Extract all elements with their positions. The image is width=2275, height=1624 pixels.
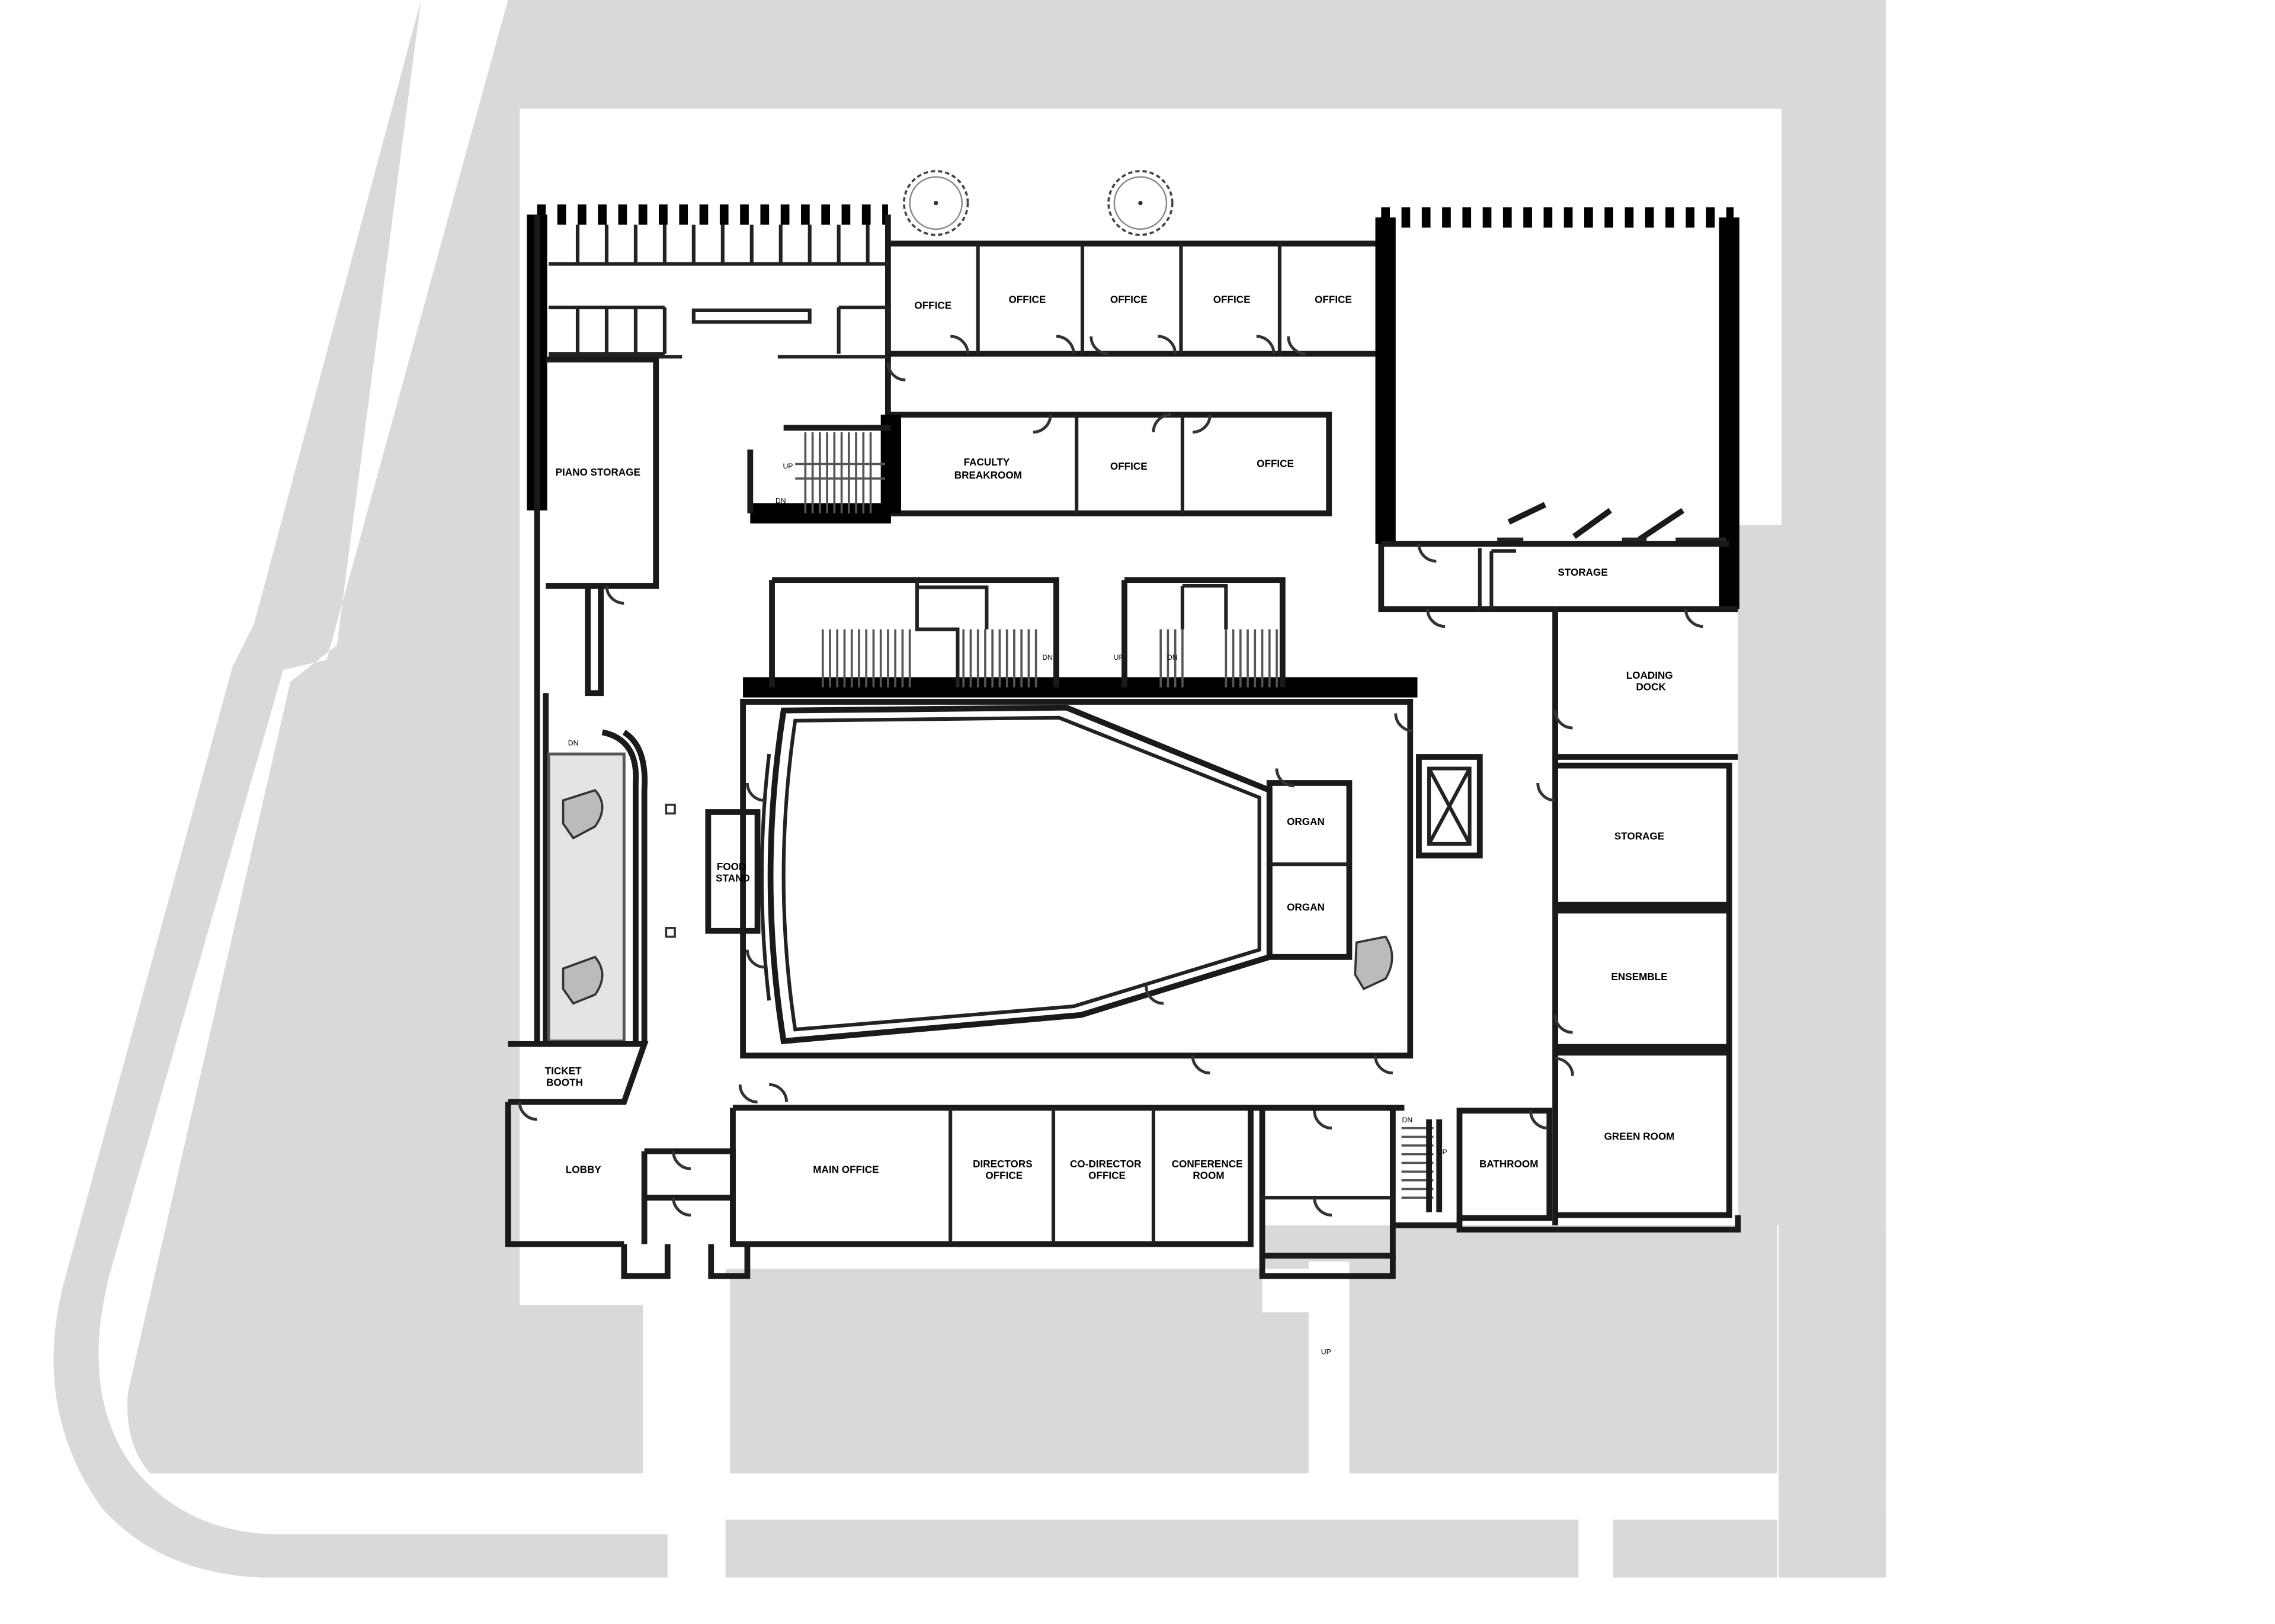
label-office-1: OFFICE (914, 299, 951, 311)
label-food-stand: FOOD STAND (716, 861, 750, 884)
grand-piano-3 (1354, 935, 1393, 991)
label-office-6: OFFICE (1110, 460, 1148, 472)
label-stair-up-center-right: UP (1114, 653, 1124, 662)
column-2 (665, 927, 676, 938)
label-storage-east: STORAGE (1614, 830, 1664, 842)
label-stair-dn-lobby: DN (568, 739, 579, 747)
tree-right (1107, 170, 1174, 236)
grand-piano-1 (562, 789, 604, 840)
label-faculty-breakroom: FACULTY BREAKROOM (954, 456, 1022, 481)
label-ensemble: ENSEMBLE (1611, 971, 1668, 983)
label-main-office: MAIN OFFICE (813, 1164, 879, 1176)
grand-piano-2 (562, 955, 604, 1005)
room-labels: OFFICE OFFICE OFFICE OFFICE OFFICE FACUL… (545, 294, 1676, 1182)
label-stair-dn-west: DN (776, 497, 786, 505)
label-storage-north: STORAGE (1558, 566, 1607, 578)
label-office-7: OFFICE (1257, 457, 1294, 469)
label-directors-office: DIRECTORS OFFICE (973, 1158, 1035, 1182)
label-stair-dn-center-right: DN (1167, 653, 1178, 662)
label-office-5: OFFICE (1315, 294, 1352, 306)
label-loading-dock: LOADING DOCK (1626, 669, 1676, 693)
label-office-2: OFFICE (1009, 294, 1046, 306)
stair-labels: UP DN DN DN UP DN DN UP UP (568, 462, 1447, 1356)
tree-left (903, 170, 969, 236)
column-1 (665, 803, 676, 815)
label-stair-dn-east: DN (1402, 1116, 1413, 1124)
label-stair-up-south: UP (1321, 1348, 1331, 1356)
label-co-director-office: CO-DIRECTOR OFFICE (1070, 1158, 1144, 1182)
label-ticket-booth: TICKET BOOTH (545, 1065, 585, 1089)
label-conference-room: CONFERENCE ROOM (1172, 1158, 1246, 1182)
label-office-4: OFFICE (1213, 294, 1251, 306)
label-stair-up-east: UP (1437, 1148, 1447, 1156)
label-lobby: LOBBY (566, 1164, 602, 1176)
label-organ-1: ORGAN (1287, 816, 1325, 827)
label-green-room: GREEN ROOM (1604, 1130, 1675, 1142)
label-organ-2: ORGAN (1287, 901, 1325, 913)
label-stair-up-west: UP (783, 462, 793, 470)
label-office-3: OFFICE (1110, 294, 1148, 306)
label-stair-dn-center: DN (1042, 653, 1053, 662)
label-piano-storage: PIANO STORAGE (556, 466, 640, 478)
building-walls (505, 204, 1741, 1279)
label-bathroom: BATHROOM (1479, 1158, 1539, 1170)
